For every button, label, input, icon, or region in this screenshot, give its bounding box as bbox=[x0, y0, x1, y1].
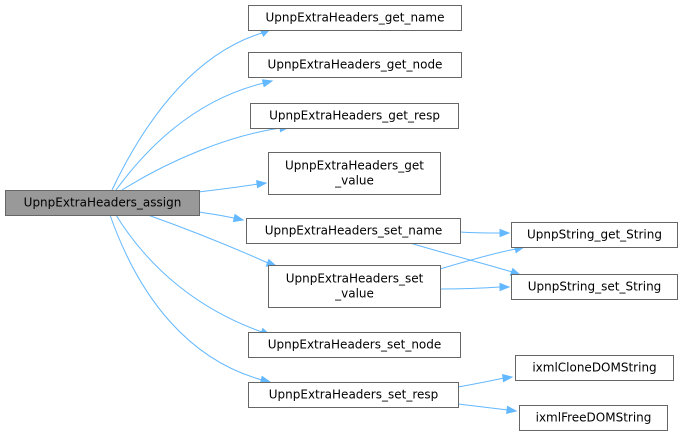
edge-set_resp-to-free bbox=[457, 403, 518, 415]
node-label: UpnpExtraHeaders_set_resp bbox=[269, 388, 439, 402]
node-box[interactable] bbox=[515, 355, 674, 381]
node-set-name[interactable]: UpnpExtraHeaders_set_name bbox=[246, 218, 461, 244]
node-box[interactable] bbox=[268, 265, 441, 308]
node-box[interactable] bbox=[248, 382, 459, 408]
node-label: UpnpString_set_String bbox=[528, 280, 662, 294]
node-label: UpnpExtraHeaders_get_name bbox=[266, 11, 445, 25]
edge-line bbox=[115, 82, 265, 191]
node-box[interactable] bbox=[248, 5, 462, 31]
node-box[interactable] bbox=[511, 274, 678, 300]
edge-line bbox=[189, 183, 259, 194]
edge-line bbox=[121, 127, 282, 191]
edge-line bbox=[115, 214, 263, 333]
call-edges bbox=[109, 28, 526, 415]
node-label: UpnpExtraHeaders_set_name bbox=[265, 224, 443, 238]
edge-set_value-to-str_get bbox=[439, 245, 526, 270]
node-label: UpnpExtraHeaders_assign bbox=[24, 196, 182, 210]
edge-line bbox=[111, 32, 263, 191]
node-box[interactable] bbox=[511, 222, 678, 248]
edge-arrowhead bbox=[256, 179, 268, 189]
node-get-name[interactable]: UpnpExtraHeaders_get_name bbox=[248, 5, 462, 31]
edge-line bbox=[147, 214, 269, 264]
edge-arrowhead bbox=[232, 213, 245, 223]
node-box[interactable] bbox=[268, 152, 441, 195]
edge-arrowhead bbox=[502, 373, 514, 383]
node-label: ixmlFreeDOMString bbox=[536, 411, 652, 425]
node-box[interactable] bbox=[5, 190, 200, 216]
edge-set_value-to-str_set bbox=[439, 282, 511, 292]
node-box[interactable] bbox=[246, 218, 461, 244]
node-free[interactable]: ixmlFreeDOMString bbox=[519, 405, 668, 431]
call-nodes: UpnpExtraHeaders_assignUpnpExtraHeaders_… bbox=[5, 5, 678, 431]
node-box[interactable] bbox=[250, 103, 459, 129]
edge-line bbox=[457, 403, 509, 411]
edge-arrowhead bbox=[499, 228, 511, 238]
edge-set_resp-to-clone bbox=[457, 373, 514, 388]
node-label: ixmlCloneDOMString bbox=[532, 361, 656, 375]
node-box[interactable] bbox=[248, 52, 462, 78]
edge-arrowhead bbox=[499, 282, 511, 292]
node-get-value[interactable]: UpnpExtraHeaders_get_value bbox=[268, 152, 441, 195]
edge-line bbox=[459, 231, 501, 234]
edge-assign-to-get_resp bbox=[121, 123, 291, 191]
node-label: _value bbox=[334, 287, 374, 301]
node-str-set[interactable]: UpnpString_set_String bbox=[511, 274, 678, 300]
edge-arrowhead bbox=[506, 405, 518, 415]
node-label: UpnpExtraHeaders_get_resp bbox=[269, 109, 440, 123]
edge-line bbox=[198, 211, 235, 219]
edge-set_name-to-str_get bbox=[459, 228, 511, 238]
edge-assign-to-set_name bbox=[198, 211, 245, 223]
edge-assign-to-get_node bbox=[115, 79, 274, 191]
edge-line bbox=[457, 377, 505, 388]
node-set-node[interactable]: UpnpExtraHeaders_set_node bbox=[248, 332, 461, 358]
node-label: UpnpString_get_String bbox=[527, 228, 662, 242]
edge-arrowhead bbox=[261, 79, 274, 88]
edge-assign-to-set_value bbox=[147, 214, 278, 267]
node-set-resp[interactable]: UpnpExtraHeaders_set_resp bbox=[248, 382, 459, 408]
edge-line bbox=[409, 242, 513, 273]
node-label: UpnpExtraHeaders_get bbox=[285, 159, 424, 173]
node-label: UpnpExtraHeaders_get_node bbox=[268, 58, 443, 72]
node-box[interactable] bbox=[519, 405, 668, 431]
node-clone[interactable]: ixmlCloneDOMString bbox=[515, 355, 674, 381]
node-label: UpnpExtraHeaders_set bbox=[286, 272, 424, 286]
edge-line bbox=[439, 248, 517, 270]
node-assign[interactable]: UpnpExtraHeaders_assign bbox=[5, 190, 200, 216]
node-str-get[interactable]: UpnpString_get_String bbox=[511, 222, 678, 248]
edge-assign-to-get_value bbox=[189, 179, 268, 194]
node-label: UpnpExtraHeaders_set_node bbox=[268, 338, 442, 352]
edge-line bbox=[109, 214, 263, 381]
node-get-node[interactable]: UpnpExtraHeaders_get_node bbox=[248, 52, 462, 78]
node-get-resp[interactable]: UpnpExtraHeaders_get_resp bbox=[250, 103, 459, 129]
edge-line bbox=[439, 286, 501, 290]
node-set-value[interactable]: UpnpExtraHeaders_set_value bbox=[268, 265, 441, 308]
node-label: _value bbox=[334, 174, 374, 188]
node-box[interactable] bbox=[248, 332, 461, 358]
